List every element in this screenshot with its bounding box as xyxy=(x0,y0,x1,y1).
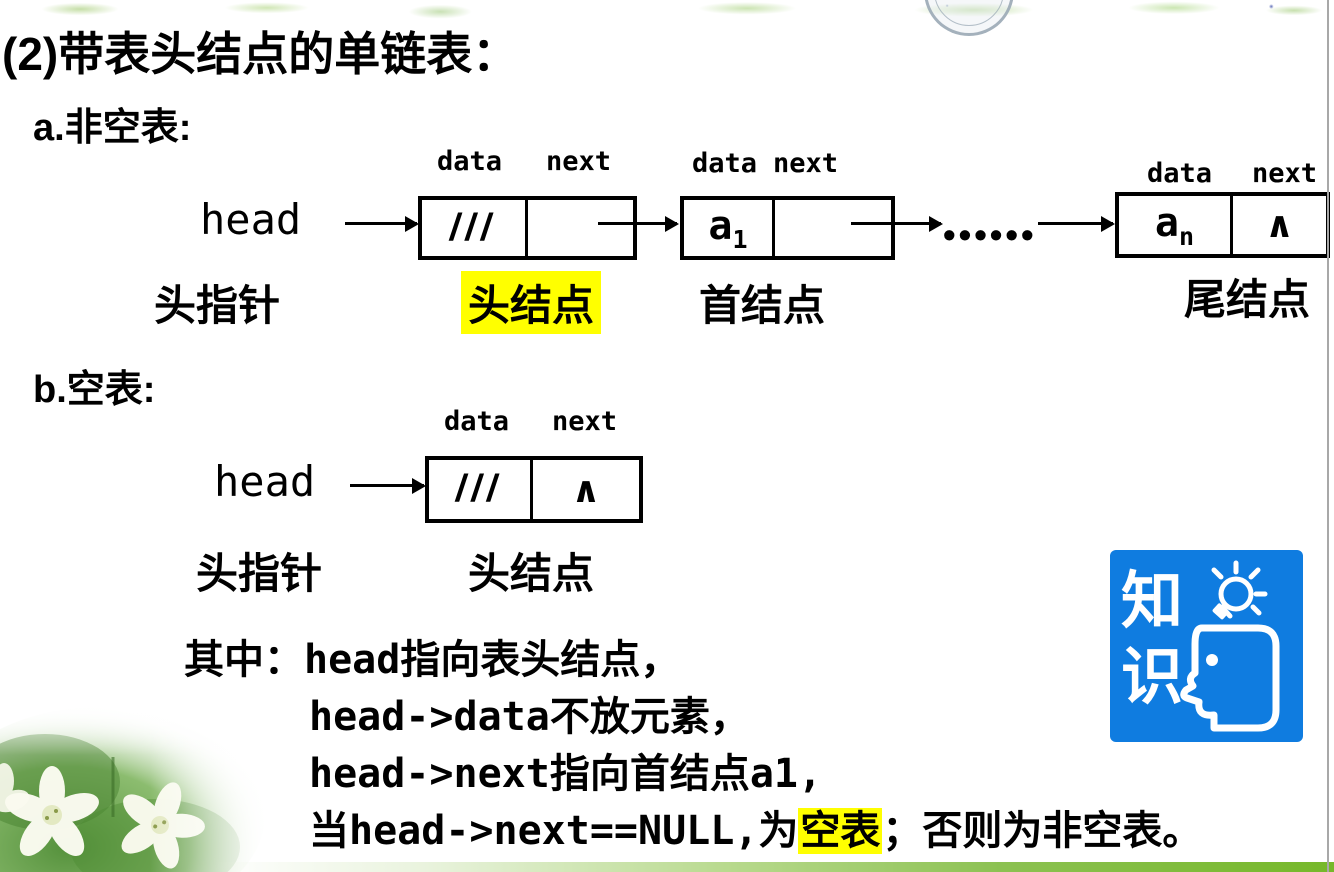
pointer-arrow xyxy=(350,477,426,494)
slide-right-border xyxy=(1327,0,1329,872)
field-label-next: next xyxy=(546,146,612,177)
slide-title: (2)带表头结点的单链表： xyxy=(2,28,519,80)
next-pointer-arrow xyxy=(598,215,679,232)
caption-head-pointer: 头指针 xyxy=(154,282,281,329)
notes-line-3: head->next指向首结点a1, xyxy=(309,751,823,797)
caption-head-node-highlighted: 头结点 xyxy=(461,271,602,334)
node-next-cell xyxy=(525,200,633,256)
node-data-cell: a1 xyxy=(684,200,772,256)
field-label-data: data xyxy=(437,146,503,177)
ellipsis-dots: •••••• xyxy=(943,214,1037,255)
caption-tail-node: 尾结点 xyxy=(1184,276,1311,323)
caption-head-node: 头结点 xyxy=(468,550,595,597)
node-data-cell: an xyxy=(1119,196,1230,254)
next-pointer-arrow xyxy=(1038,215,1115,232)
notes-prefix: 其中： xyxy=(184,637,304,683)
head-pointer-label: head xyxy=(200,195,302,244)
lightbulb-base xyxy=(1212,603,1229,620)
head-node-box: /// xyxy=(418,196,637,260)
an-base: a xyxy=(1154,199,1180,246)
field-label-next: next xyxy=(773,148,839,179)
section-b-label: b.空表: xyxy=(33,369,156,411)
field-label-data: data xyxy=(444,406,510,437)
field-label-data: data xyxy=(1147,158,1213,189)
node-data-cell: /// xyxy=(422,200,525,256)
field-label-next: next xyxy=(1252,158,1318,189)
logo-char-top: 知 xyxy=(1121,567,1183,636)
notes-line-4: 当head->next==NULL,为空表；否则为非空表。 xyxy=(309,798,1202,856)
caption-head-pointer: 头指针 xyxy=(196,550,323,597)
notes-line-1: 其中：head指向表头结点， xyxy=(184,627,680,685)
null-pointer-symbol: ∧ xyxy=(571,468,601,510)
element-an: an xyxy=(1155,200,1194,251)
a1-base: a xyxy=(708,202,733,249)
eye-dot xyxy=(1206,654,1218,666)
element-a1: a1 xyxy=(708,203,747,254)
head-pointer-label: head xyxy=(214,457,316,506)
a1-subscript: 1 xyxy=(732,224,748,254)
tail-node-box: an ∧ xyxy=(1115,192,1330,258)
an-subscript: n xyxy=(1179,221,1195,251)
section-a-label: a.非空表: xyxy=(33,107,192,149)
bottom-accent-bar xyxy=(0,862,1334,872)
white-flower xyxy=(5,766,99,857)
seal-icon xyxy=(924,0,1014,36)
empty-list-highlight: 空表 xyxy=(798,808,883,854)
flower-decoration xyxy=(0,697,270,872)
knowledge-logo-graphic: 知 识 xyxy=(1121,560,1280,732)
empty-data-marks: /// xyxy=(453,468,506,510)
notes-line-1-text: head指向表头结点， xyxy=(304,637,681,683)
empty-head-node-box: /// ∧ xyxy=(425,456,643,523)
head-profile-icon xyxy=(1180,624,1280,732)
knowledge-logo: 知 识 xyxy=(1110,550,1303,742)
notes-line-4-pre: 当head->next==NULL,为 xyxy=(309,808,799,854)
next-pointer-arrow xyxy=(851,215,943,232)
notes-line-4-post: ；否则为非空表。 xyxy=(882,808,1203,854)
notes-line-2: head->data不放元素， xyxy=(309,694,750,740)
first-node-box: a1 xyxy=(680,196,895,260)
node-next-cell: ∧ xyxy=(530,460,639,519)
caption-first-node: 首结点 xyxy=(699,282,826,329)
logo-char-bottom: 识 xyxy=(1121,643,1183,712)
node-next-cell xyxy=(772,200,891,256)
null-pointer-symbol: ∧ xyxy=(1264,204,1295,245)
field-label-data: data xyxy=(692,148,758,179)
empty-data-marks: /// xyxy=(447,206,500,249)
field-label-next: next xyxy=(552,406,618,437)
node-next-cell: ∧ xyxy=(1230,196,1326,254)
pointer-arrow xyxy=(345,215,419,232)
grass-decoration xyxy=(0,0,1334,26)
node-data-cell: /// xyxy=(429,460,530,519)
